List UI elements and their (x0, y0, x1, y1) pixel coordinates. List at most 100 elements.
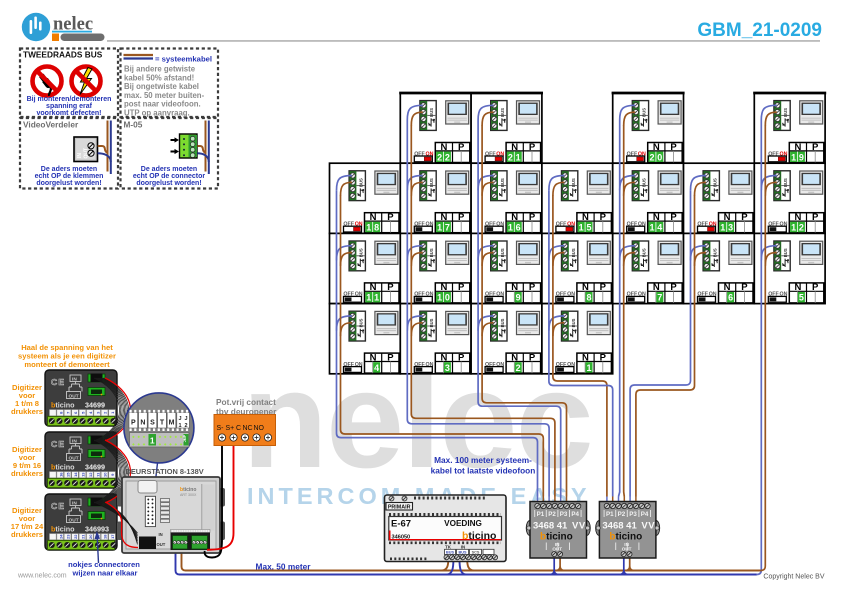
svg-text:nokjes connectoren: nokjes connectoren (68, 560, 140, 569)
svg-text:Digitizer: Digitizer (12, 383, 42, 392)
svg-text:9: 9 (516, 293, 521, 303)
svg-text:1: 1 (649, 223, 654, 233)
svg-text:16: 16 (58, 472, 63, 477)
svg-text:3: 3 (95, 411, 100, 414)
svg-text:www.nelec.com: www.nelec.com (17, 573, 67, 580)
svg-text:VideoVerdeler: VideoVerdeler (23, 120, 79, 130)
svg-text:OFF: OFF (414, 292, 425, 298)
svg-text:spanning eraf: spanning eraf (46, 103, 93, 110)
svg-text:ON: ON (355, 362, 363, 368)
svg-text:bticino: bticino (51, 463, 75, 472)
svg-text:ON: ON (426, 292, 434, 298)
svg-text:34699: 34699 (85, 401, 105, 410)
svg-text:5: 5 (586, 223, 591, 233)
svg-text:1: 1 (720, 223, 725, 233)
svg-text:34699: 34699 (85, 463, 105, 472)
svg-text:7: 7 (66, 411, 71, 414)
svg-text:20: 20 (88, 534, 93, 539)
svg-text:ON: ON (638, 151, 646, 157)
svg-text:5: 5 (799, 293, 804, 303)
svg-text:13: 13 (81, 472, 86, 477)
svg-text:OUT: OUT (157, 542, 166, 547)
svg-text:voorkomt defecten!: voorkomt defecten! (37, 110, 102, 117)
svg-text:OFF: OFF (768, 151, 779, 157)
svg-text:0: 0 (657, 152, 662, 162)
svg-text:De aders moeten: De aders moeten (141, 166, 197, 173)
svg-text:NO: NO (254, 425, 265, 432)
svg-text:OFF: OFF (768, 292, 779, 298)
svg-text:21: 21 (81, 534, 86, 539)
svg-text:15: 15 (66, 472, 71, 477)
svg-text:14: 14 (73, 472, 78, 477)
svg-text:1: 1 (579, 223, 584, 233)
svg-text:7: 7 (657, 293, 662, 303)
svg-text:IN: IN (461, 544, 465, 549)
svg-text:OFF: OFF (627, 292, 638, 298)
svg-text:NC: NC (243, 425, 253, 432)
svg-text:3468 41: 3468 41 (602, 521, 637, 532)
svg-text:nelec: nelec (53, 15, 93, 35)
svg-text:9 t/m 16: 9 t/m 16 (13, 461, 41, 470)
svg-text:346993: 346993 (85, 525, 109, 534)
svg-text:1: 1 (374, 293, 379, 303)
svg-text:IN: IN (72, 500, 77, 506)
svg-text:6: 6 (73, 411, 78, 414)
svg-text:ON: ON (426, 151, 434, 157)
svg-text:OUT: OUT (622, 547, 632, 552)
svg-text:DEURSTATION 8-138V: DEURSTATION 8-138V (126, 467, 204, 476)
svg-text:10: 10 (103, 472, 108, 477)
svg-text:J: J (178, 416, 181, 422)
svg-text:OUT: OUT (84, 148, 90, 159)
svg-text:ON: ON (426, 222, 434, 228)
svg-text:T: T (160, 420, 165, 427)
svg-text:P3: P3 (560, 511, 568, 518)
svg-text:PRIMAIR: PRIMAIR (388, 505, 411, 511)
svg-text:2: 2 (516, 363, 521, 373)
svg-text:9: 9 (799, 152, 804, 162)
svg-text:bticino: bticino (51, 525, 75, 534)
svg-text:voor: voor (19, 453, 36, 462)
svg-text:P4: P4 (571, 511, 579, 518)
svg-text:ON: ON (709, 292, 717, 298)
svg-text:IN: IN (77, 153, 83, 158)
svg-text:TWEEDRAADS BUS: TWEEDRAADS BUS (23, 50, 103, 60)
svg-text:echt OP de connector: echt OP de connector (133, 173, 205, 180)
svg-text:kabel 50% afstand!: kabel 50% afstand! (124, 73, 194, 82)
svg-text:1: 1 (178, 423, 181, 429)
svg-text:ON: ON (638, 222, 646, 228)
svg-text:3: 3 (728, 223, 733, 233)
svg-text:ON: ON (567, 362, 575, 368)
svg-text:max. 50 meter buiten-: max. 50 meter buiten- (124, 91, 205, 100)
svg-text:voor: voor (19, 514, 36, 523)
svg-text:22: 22 (73, 534, 78, 539)
svg-text:OFF: OFF (343, 222, 354, 228)
svg-text:Copyright Nelec BV: Copyright Nelec BV (763, 574, 824, 581)
svg-text:IN: IN (72, 376, 77, 382)
svg-text:IN: IN (72, 438, 77, 444)
svg-text:ART 300X: ART 300X (180, 493, 197, 497)
svg-text:8: 8 (374, 223, 379, 233)
svg-text:OFF: OFF (768, 222, 779, 228)
svg-text:S: S (150, 420, 155, 427)
svg-text:bticino: bticino (609, 532, 642, 543)
svg-text:8: 8 (586, 293, 591, 303)
svg-text:P3: P3 (629, 511, 637, 518)
svg-text:OUT: OUT (69, 455, 79, 461)
svg-text:4: 4 (88, 411, 93, 414)
svg-text:ON: ON (496, 292, 504, 298)
svg-text:3: 3 (445, 363, 450, 373)
svg-text:Bij monteren/demonteren: Bij monteren/demonteren (27, 96, 112, 103)
svg-text:2: 2 (508, 152, 513, 162)
svg-text:N: N (140, 420, 145, 427)
svg-text:TK: TK (445, 544, 452, 549)
svg-text:ON: ON (355, 292, 363, 298)
svg-text:BUS: BUS (446, 551, 454, 555)
svg-text:OFF: OFF (343, 362, 354, 368)
svg-text:E-67: E-67 (391, 519, 411, 530)
svg-text:OFF: OFF (556, 292, 567, 298)
svg-text:ON: ON (567, 292, 575, 298)
svg-text:OFF: OFF (485, 362, 496, 368)
svg-text:OUT: OUT (552, 547, 562, 552)
svg-text:S+: S+ (226, 425, 235, 432)
svg-text:OFF: OFF (697, 222, 708, 228)
